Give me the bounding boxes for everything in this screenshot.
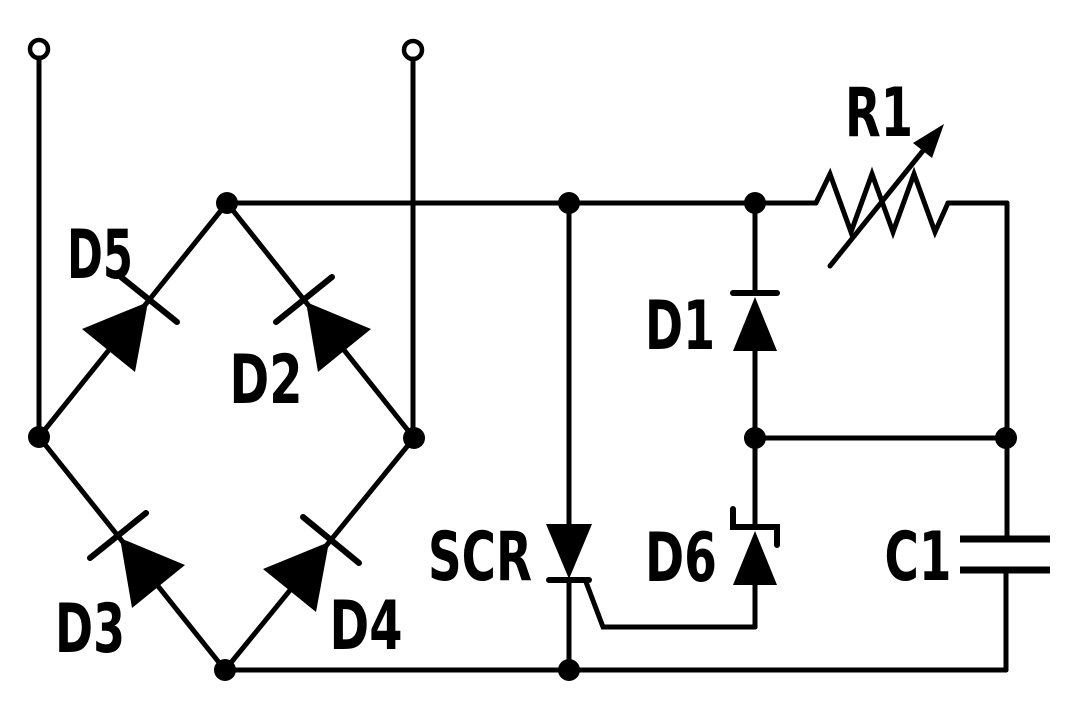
label-r1: R1 bbox=[845, 74, 913, 153]
diode-arrow-icon bbox=[263, 542, 329, 612]
label-d4: D4 bbox=[330, 587, 403, 666]
diode-arrow-icon bbox=[733, 531, 777, 585]
resistor-adjust-arrow-shaft bbox=[827, 144, 929, 269]
diode-d4-symbol bbox=[263, 514, 362, 612]
resistor-r1-symbol bbox=[813, 124, 1010, 269]
diode-cathode-bar bbox=[273, 274, 335, 325]
ac-terminal-right bbox=[401, 38, 425, 441]
diode-arrow-icon bbox=[82, 302, 148, 372]
diode-d3-symbol bbox=[87, 510, 185, 608]
capacitor-c1-symbol bbox=[960, 535, 1050, 673]
junction-dot bbox=[558, 192, 580, 214]
junction-dot bbox=[558, 659, 580, 681]
junction-dot bbox=[744, 192, 766, 214]
diode-arrow-icon bbox=[733, 297, 777, 351]
junction-dot bbox=[995, 427, 1017, 449]
resistor-adjust-arrowhead-icon bbox=[913, 124, 944, 158]
junction-dot bbox=[214, 659, 236, 681]
label-c1: C1 bbox=[885, 518, 952, 597]
junction-dot bbox=[744, 427, 766, 449]
label-scr: SCR bbox=[428, 518, 532, 597]
diode-cathode-bar bbox=[118, 274, 180, 325]
diode-cathode-bar bbox=[87, 510, 149, 561]
diode-d5-symbol bbox=[82, 274, 180, 372]
label-d2: D2 bbox=[230, 341, 303, 420]
scr-symbol bbox=[546, 200, 758, 673]
diode-cathode-bar bbox=[300, 514, 362, 566]
diode-arrow-icon bbox=[306, 302, 371, 372]
diode-d1-symbol bbox=[730, 200, 780, 441]
zener-d6-symbol bbox=[730, 435, 780, 630]
label-d6: D6 bbox=[645, 519, 717, 598]
ac-terminal-left bbox=[27, 37, 51, 440]
terminal-circle-icon bbox=[401, 38, 425, 62]
diode-d2-symbol bbox=[273, 274, 371, 372]
junction-dots bbox=[28, 192, 1017, 681]
junction-dot bbox=[216, 192, 238, 214]
label-d1: D1 bbox=[645, 287, 715, 366]
scr-gate-wire bbox=[583, 579, 758, 630]
junction-dot bbox=[403, 427, 425, 449]
terminal-circle-icon bbox=[27, 37, 51, 61]
junction-dot bbox=[28, 426, 50, 448]
label-d3: D3 bbox=[55, 590, 125, 669]
scr-arrow-icon bbox=[546, 524, 592, 579]
diode-arrow-icon bbox=[120, 538, 185, 608]
zener-cathode-bar bbox=[730, 506, 780, 548]
label-d5: D5 bbox=[67, 216, 133, 295]
